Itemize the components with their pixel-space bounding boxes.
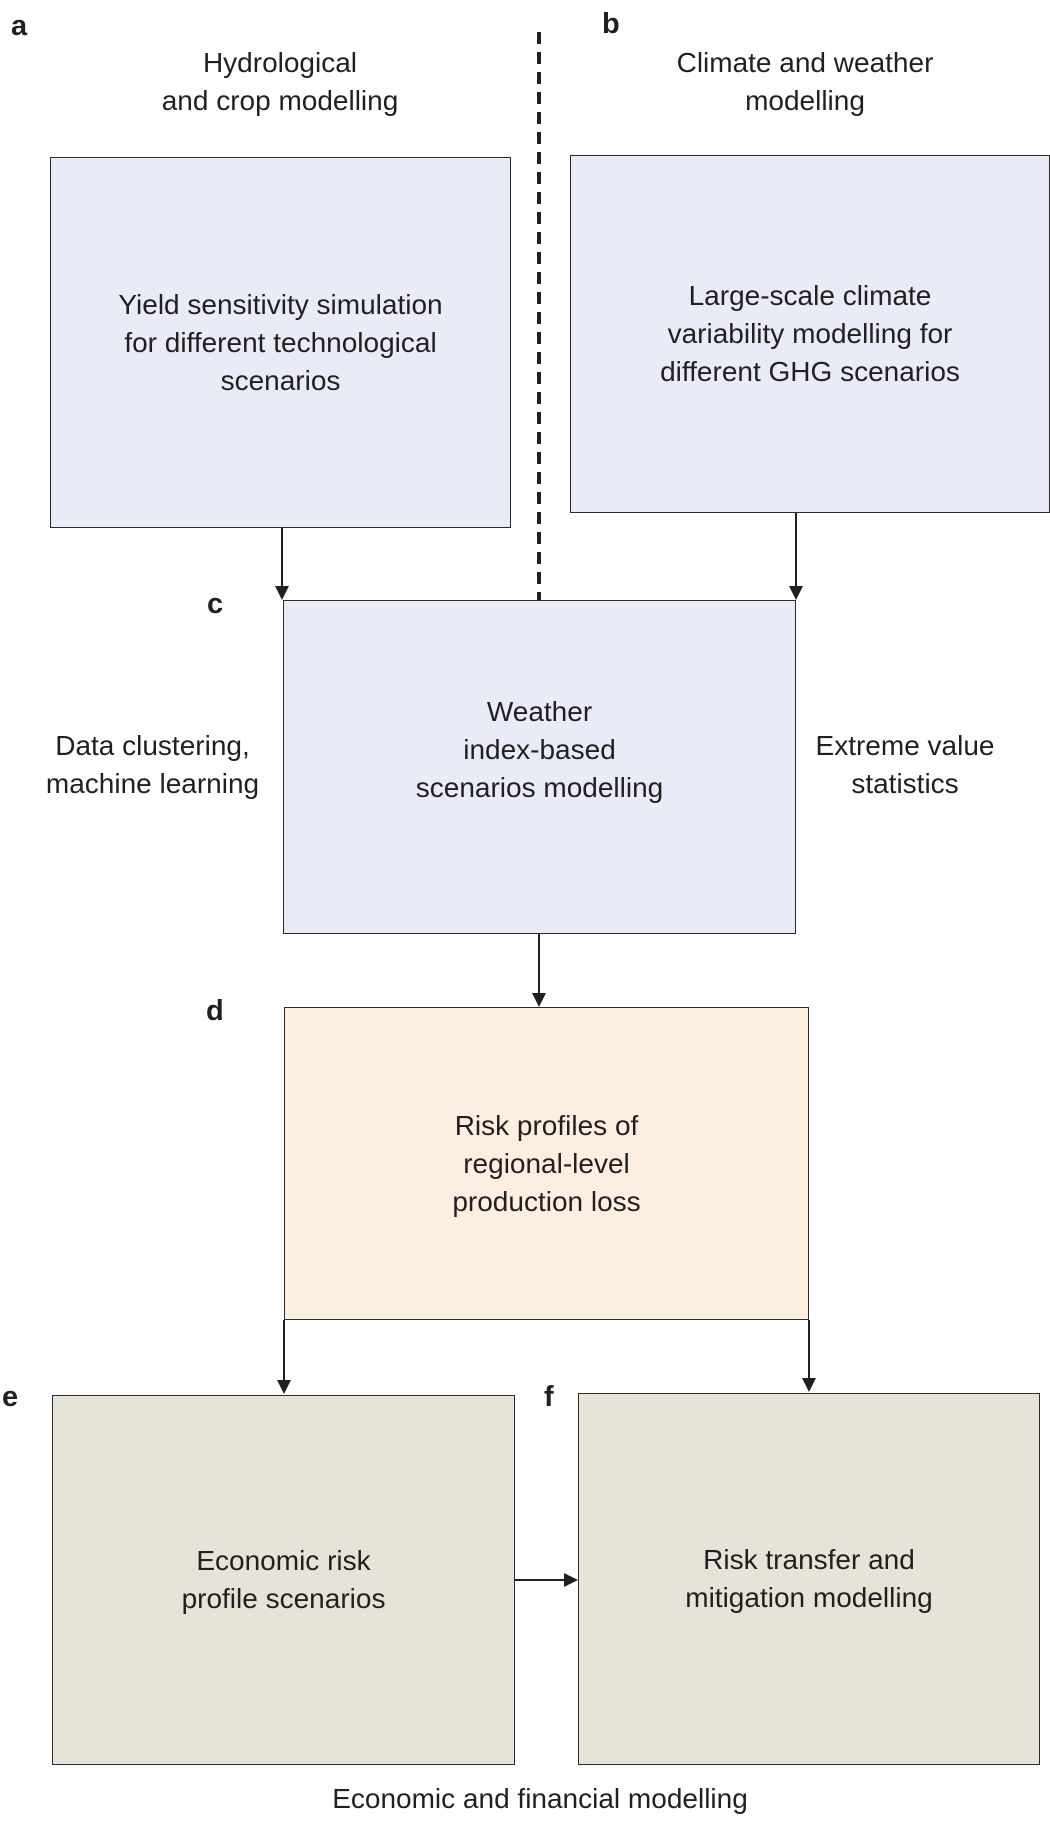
box-f-text: Risk transfer and mitigation modelling: [685, 1544, 933, 1613]
panel-letter-e: e: [2, 1381, 19, 1413]
box-weather-index-scenarios: Weather index-based scenarios modelling: [283, 600, 796, 934]
header-climate-weather-modelling: Climate and weather modelling: [676, 47, 934, 116]
panel-letter-a: a: [11, 10, 28, 42]
box-b-text: Large-scale climate variability modellin…: [660, 280, 960, 387]
box-risk-profiles: Risk profiles of regional-level producti…: [284, 1007, 809, 1320]
box-c-text: Weather index-based scenarios modelling: [415, 696, 664, 803]
note-extreme-value-statistics: Extreme value statistics: [815, 730, 995, 799]
panel-letter-f: f: [544, 1381, 554, 1413]
box-e-text: Economic risk profile scenarios: [181, 1545, 386, 1614]
box-yield-sensitivity: Yield sensitivity simulation for differe…: [50, 157, 511, 528]
box-climate-variability: Large-scale climate variability modellin…: [570, 155, 1050, 513]
panel-letter-c: c: [207, 588, 224, 620]
box-d-text: Risk profiles of regional-level producti…: [452, 1109, 641, 1217]
footer-economic-financial-modelling: Economic and financial modelling: [332, 1783, 748, 1814]
box-economic-risk-profile: Economic risk profile scenarios: [52, 1395, 515, 1765]
box-risk-transfer-mitigation: Risk transfer and mitigation modelling: [578, 1393, 1040, 1765]
box-a-text: Yield sensitivity simulation for differe…: [118, 288, 443, 396]
note-data-clustering: Data clustering, machine learning: [45, 730, 260, 799]
panel-letter-d: d: [206, 995, 224, 1027]
header-hydrological-crop-modelling: Hydrological and crop modelling: [161, 47, 399, 116]
panel-letter-b: b: [602, 8, 620, 40]
